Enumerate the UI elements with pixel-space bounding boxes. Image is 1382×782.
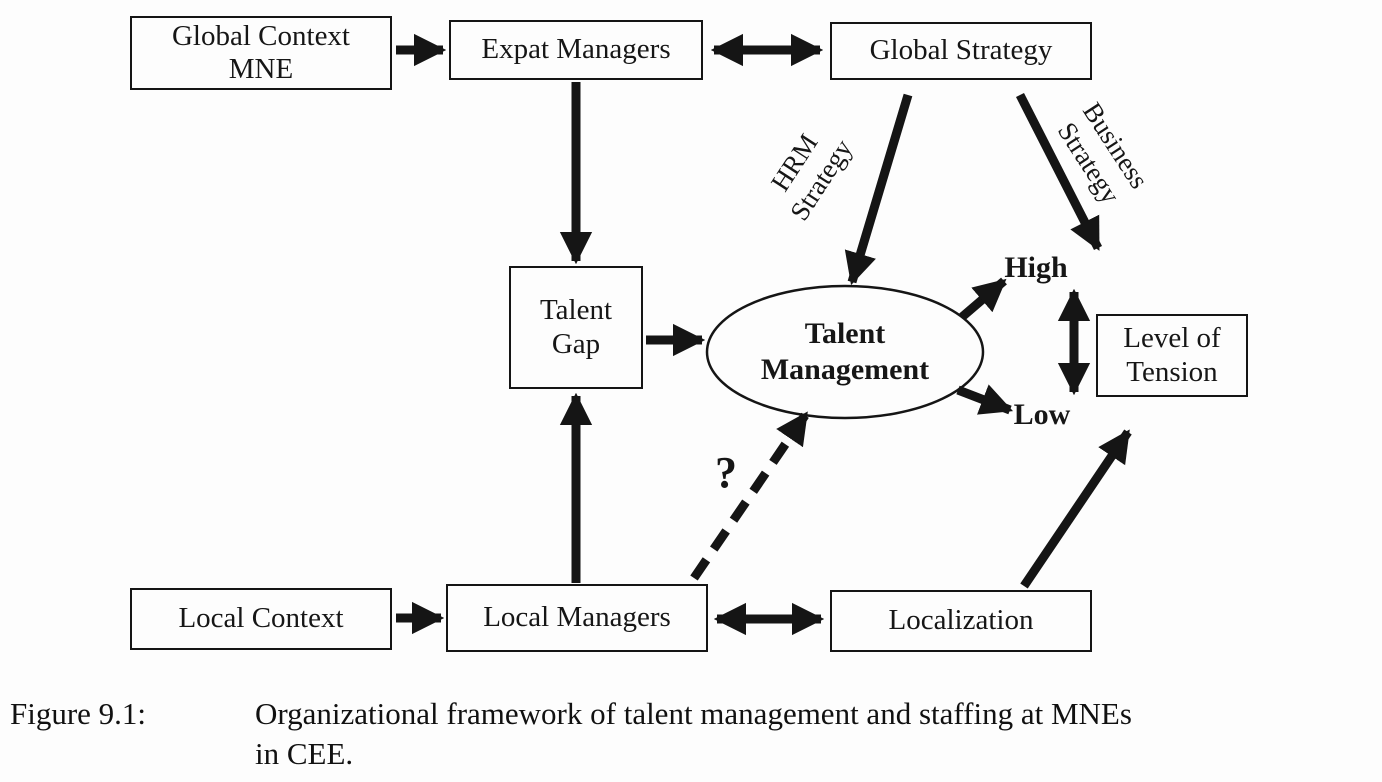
figure-caption: Figure 9.1: Organizational framework of … [10, 694, 1375, 775]
node-localization-label: Localization [888, 604, 1034, 637]
node-global-context-mne: Global Context MNE [130, 16, 392, 90]
arrow-business-strategy-to-high [1015, 92, 1103, 251]
talent-management-ellipse [705, 284, 985, 420]
node-level-of-tension: Level of Tension [1096, 314, 1248, 397]
arrow-talent-management-to-low [956, 384, 1014, 415]
node-local-context: Local Context [130, 588, 392, 650]
arrow-talent-management-to-high [959, 277, 1007, 321]
arrow-localization-to-tension [1020, 429, 1132, 589]
node-talent-gap: Talent Gap [509, 266, 643, 389]
node-global-context-label: Global Context MNE [171, 19, 350, 85]
node-talent-management: Talent Management [707, 286, 983, 418]
arrow-hrm-strategy-to-talent-management [844, 93, 913, 286]
node-expat-managers: Expat Managers [449, 20, 703, 80]
caption-body: Organizational framework of talent manag… [255, 694, 1375, 775]
node-talent-gap-label: Talent Gap [539, 294, 613, 360]
caption-line1: Organizational framework of talent manag… [255, 696, 1132, 731]
node-localization: Localization [830, 590, 1092, 652]
label-low: Low [1013, 398, 1071, 431]
node-global-strategy: Global Strategy [830, 22, 1092, 80]
node-level-of-tension-label: Level of Tension [1123, 322, 1221, 388]
caption-prefix: Figure 9.1: [10, 696, 147, 731]
node-expat-managers-label: Expat Managers [481, 33, 671, 66]
node-talent-management-label: Talent Management [760, 317, 930, 386]
label-high: High [1004, 251, 1068, 284]
node-global-strategy-label: Global Strategy [869, 34, 1053, 67]
node-local-context-label: Local Context [178, 602, 344, 635]
caption-line2: in CEE. [255, 736, 354, 772]
node-local-managers: Local Managers [446, 584, 708, 652]
node-local-managers-label: Local Managers [483, 601, 671, 634]
label-question-mark: ? [715, 448, 737, 497]
